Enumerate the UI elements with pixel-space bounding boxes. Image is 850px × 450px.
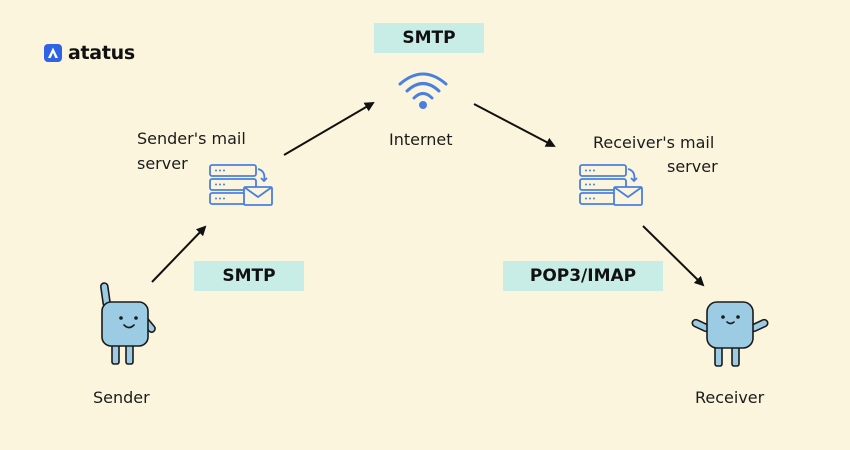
- receiver-mail-server-icon: [579, 164, 643, 206]
- server-to-internet-arrow: [283, 101, 375, 156]
- smtp-top-tag: SMTP: [374, 23, 484, 53]
- atatus-logo: atatus: [44, 42, 135, 64]
- pop3-imap-tag: POP3/IMAP: [503, 261, 663, 291]
- atatus-logo-icon: [44, 44, 62, 62]
- receiver-character-icon: [691, 301, 769, 367]
- sender-character-icon: [100, 282, 156, 365]
- receiver-server-label-line1: Receiver's mail: [593, 133, 715, 152]
- receiver-label: Receiver: [695, 388, 765, 407]
- logo-text: atatus: [68, 42, 135, 64]
- internet-to-receiver-server-arrow: [473, 103, 556, 147]
- sender-server-label-line1: Sender's mail: [137, 129, 246, 148]
- sender-to-server-arrow: [151, 225, 207, 283]
- wifi-icon: [398, 72, 448, 109]
- internet-label: Internet: [389, 130, 453, 149]
- receiver-server-to-receiver-arrow: [642, 225, 705, 287]
- sender-mail-server-icon: [209, 164, 273, 206]
- sender-label: Sender: [93, 388, 150, 407]
- receiver-server-label-line2: server: [667, 157, 718, 176]
- sender-server-label-line2: server: [137, 154, 188, 173]
- smtp-left-tag: SMTP: [194, 261, 304, 291]
